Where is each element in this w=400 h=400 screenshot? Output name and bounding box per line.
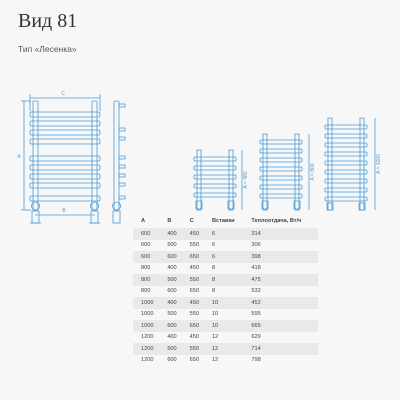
table-cell: 398 bbox=[243, 251, 318, 263]
table-cell: 800 bbox=[141, 265, 151, 272]
table-cell: 650 bbox=[189, 357, 199, 364]
table-cell: 629 bbox=[251, 334, 261, 341]
table-cell: 550 bbox=[181, 343, 204, 355]
table-row: 1200 400 450 12 629 bbox=[133, 332, 318, 344]
main-front-view bbox=[21, 94, 101, 224]
table-header-row: A B C Вставки Теплоотдача, Вт/ч bbox=[133, 216, 318, 228]
header-a: A bbox=[141, 217, 146, 224]
table-row: 1200 600 650 12 798 bbox=[133, 355, 318, 367]
table-cell: 1200 bbox=[141, 334, 154, 341]
variant-large-view bbox=[324, 117, 376, 211]
table-cell: 12 bbox=[211, 357, 219, 364]
table-cell: 6 bbox=[203, 228, 244, 240]
table-row: 800 400 450 8 418 bbox=[133, 263, 318, 275]
table-cell: 314 bbox=[243, 228, 318, 240]
table-cell: 1200 bbox=[141, 357, 154, 364]
table-cell: 600 bbox=[167, 357, 177, 364]
table-cell: 595 bbox=[251, 311, 261, 318]
table-cell: 600 bbox=[167, 288, 177, 295]
dimension-b-label: B bbox=[62, 208, 66, 214]
dimension-1000-label: A = 1000 bbox=[376, 154, 382, 174]
table-cell: 12 bbox=[203, 343, 244, 355]
header-inserts: Вставки bbox=[211, 217, 235, 224]
dimension-c-label: C bbox=[61, 91, 65, 97]
table-cell: 650 bbox=[189, 288, 199, 295]
table-cell: 800 bbox=[133, 274, 160, 286]
table-row: 800 600 650 8 532 bbox=[133, 286, 318, 298]
table-cell: 600 bbox=[159, 251, 182, 263]
table-cell: 500 bbox=[159, 274, 182, 286]
table-cell: 532 bbox=[251, 288, 261, 295]
table-cell: 550 bbox=[189, 242, 199, 249]
table-cell: 10 bbox=[203, 297, 244, 309]
variant-small-view bbox=[193, 149, 243, 211]
table-cell: 500 bbox=[167, 242, 177, 249]
dimension-800-label: A = 800 bbox=[310, 163, 316, 180]
table-cell: 10 bbox=[211, 311, 219, 318]
table-cell: 798 bbox=[251, 357, 261, 364]
header-c: C bbox=[189, 217, 194, 224]
table-cell: 6 bbox=[211, 242, 216, 249]
header-b: B bbox=[167, 217, 172, 224]
variant-medium-view bbox=[259, 133, 310, 211]
table-cell: 1000 bbox=[141, 311, 154, 318]
table-cell: 8 bbox=[211, 288, 216, 295]
side-view bbox=[112, 100, 126, 224]
table-cell: 650 bbox=[181, 251, 204, 263]
table-cell: 450 bbox=[181, 228, 204, 240]
table-cell: 306 bbox=[251, 242, 261, 249]
table-cell: 6 bbox=[203, 251, 244, 263]
page-subtitle: Тип «Лесенка» bbox=[18, 44, 77, 54]
table-cell: 10 bbox=[203, 320, 244, 332]
table-cell: 650 bbox=[181, 320, 204, 332]
table-cell: 8 bbox=[203, 274, 244, 286]
table-cell: 452 bbox=[243, 297, 318, 309]
table-cell: 600 bbox=[159, 320, 182, 332]
table-cell: 1000 bbox=[133, 320, 160, 332]
table-row: 1000 500 550 10 595 bbox=[133, 309, 318, 321]
table-cell: 500 bbox=[167, 311, 177, 318]
dimension-480-label: A = 480 bbox=[243, 171, 249, 188]
table-cell: 450 bbox=[189, 334, 199, 341]
dimension-a-label: A bbox=[17, 154, 21, 160]
table-cell: 12 bbox=[211, 334, 219, 341]
table-cell: 1000 bbox=[133, 297, 160, 309]
table-cell: 8 bbox=[211, 265, 216, 272]
table-row: 600 500 550 6 306 bbox=[133, 240, 318, 252]
table-cell: 714 bbox=[243, 343, 318, 355]
table-cell: 450 bbox=[181, 297, 204, 309]
table-cell: 400 bbox=[159, 297, 182, 309]
table-cell: 600 bbox=[133, 251, 160, 263]
table-cell: 418 bbox=[251, 265, 261, 272]
table-cell: 665 bbox=[243, 320, 318, 332]
table-cell: 1200 bbox=[133, 343, 160, 355]
table-cell: 400 bbox=[167, 265, 177, 272]
table-cell: 550 bbox=[189, 311, 199, 318]
table-cell: 800 bbox=[141, 288, 151, 295]
table-cell: 400 bbox=[167, 334, 177, 341]
table-cell: 450 bbox=[189, 265, 199, 272]
table-cell: 600 bbox=[133, 228, 160, 240]
header-heat-output: Теплоотдача, Вт/ч bbox=[251, 217, 302, 224]
page-title: Вид 81 bbox=[18, 10, 78, 32]
table-cell: 475 bbox=[243, 274, 318, 286]
table-cell: 550 bbox=[181, 274, 204, 286]
table-cell: 600 bbox=[141, 242, 151, 249]
table-cell: 500 bbox=[159, 343, 182, 355]
table-cell: 400 bbox=[159, 228, 182, 240]
